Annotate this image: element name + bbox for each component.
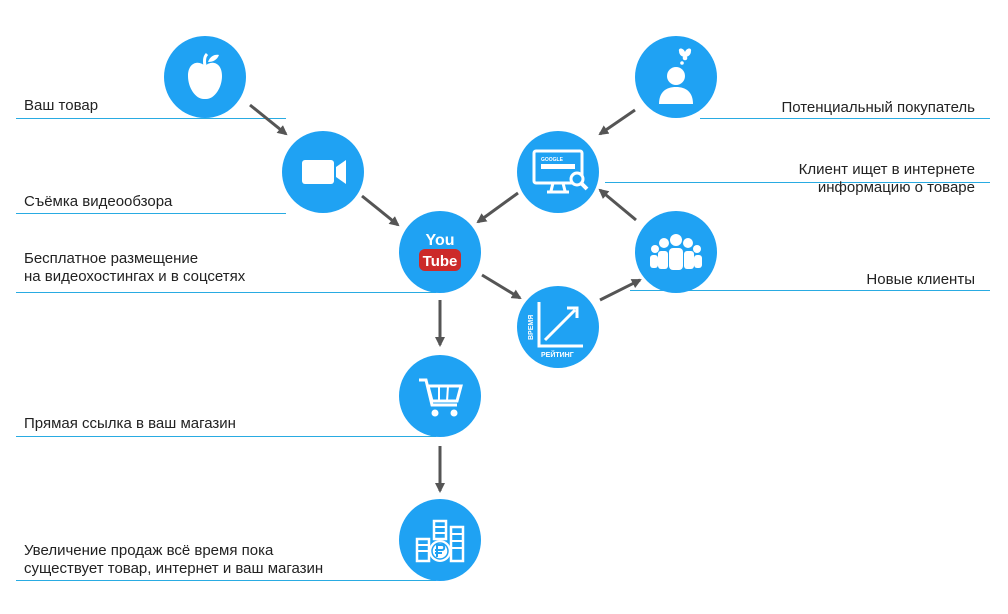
arrow-filming-to-youtube	[361, 194, 400, 227]
coins-ruble-icon	[399, 499, 481, 581]
label-search: Клиент ищет в интернете информацию о тов…	[798, 161, 975, 196]
rule-filming	[16, 213, 286, 214]
shopping-cart-icon	[399, 355, 481, 437]
arrow-youtube-to-chart	[481, 273, 522, 300]
label-buyer: Потенциальный покупатель	[781, 99, 975, 116]
video-camera-icon	[282, 131, 364, 213]
label-hosting: Бесплатное размещение на видеохостингах …	[24, 250, 246, 285]
arrow-product-to-filming	[249, 103, 288, 136]
rule-buyer	[700, 118, 990, 119]
label-sales: Увеличение продаж всё время пока существ…	[24, 542, 324, 577]
youtube-tube-text: Tube	[423, 253, 458, 270]
rating-chart-icon: РЕЙТИНГ ВРЕМЯ	[517, 286, 599, 368]
chart-y-label: ВРЕМЯ	[528, 315, 535, 340]
rule-product	[16, 118, 286, 119]
rule-sales	[16, 580, 436, 581]
label-filming: Съёмка видеообзора	[24, 193, 173, 210]
label-shop-link: Прямая ссылка в ваш магазин	[24, 415, 236, 432]
rule-shop-link	[16, 436, 436, 437]
apple-icon	[164, 36, 246, 118]
youtube-icon: You Tube	[399, 211, 481, 293]
group-icon	[635, 211, 717, 293]
label-product: Ваш товар	[24, 97, 99, 114]
rule-new-clients	[630, 290, 990, 291]
arrow-group-to-search	[598, 188, 637, 222]
label-new-clients: Новые клиенты	[866, 271, 975, 288]
arrow-chart-to-group	[599, 278, 642, 302]
search-bar-text: GOOGLE	[541, 157, 564, 163]
rule-hosting	[16, 292, 436, 293]
buyer-thinking-icon	[635, 36, 717, 118]
arrow-buyer-to-search	[598, 108, 636, 136]
search-monitor-icon: GOOGLE	[517, 131, 599, 213]
arrow-search-to-youtube	[476, 191, 519, 224]
rule-search	[605, 182, 990, 183]
chart-x-label: РЕЙТИНГ	[541, 350, 574, 359]
youtube-you-text: You	[425, 232, 454, 249]
